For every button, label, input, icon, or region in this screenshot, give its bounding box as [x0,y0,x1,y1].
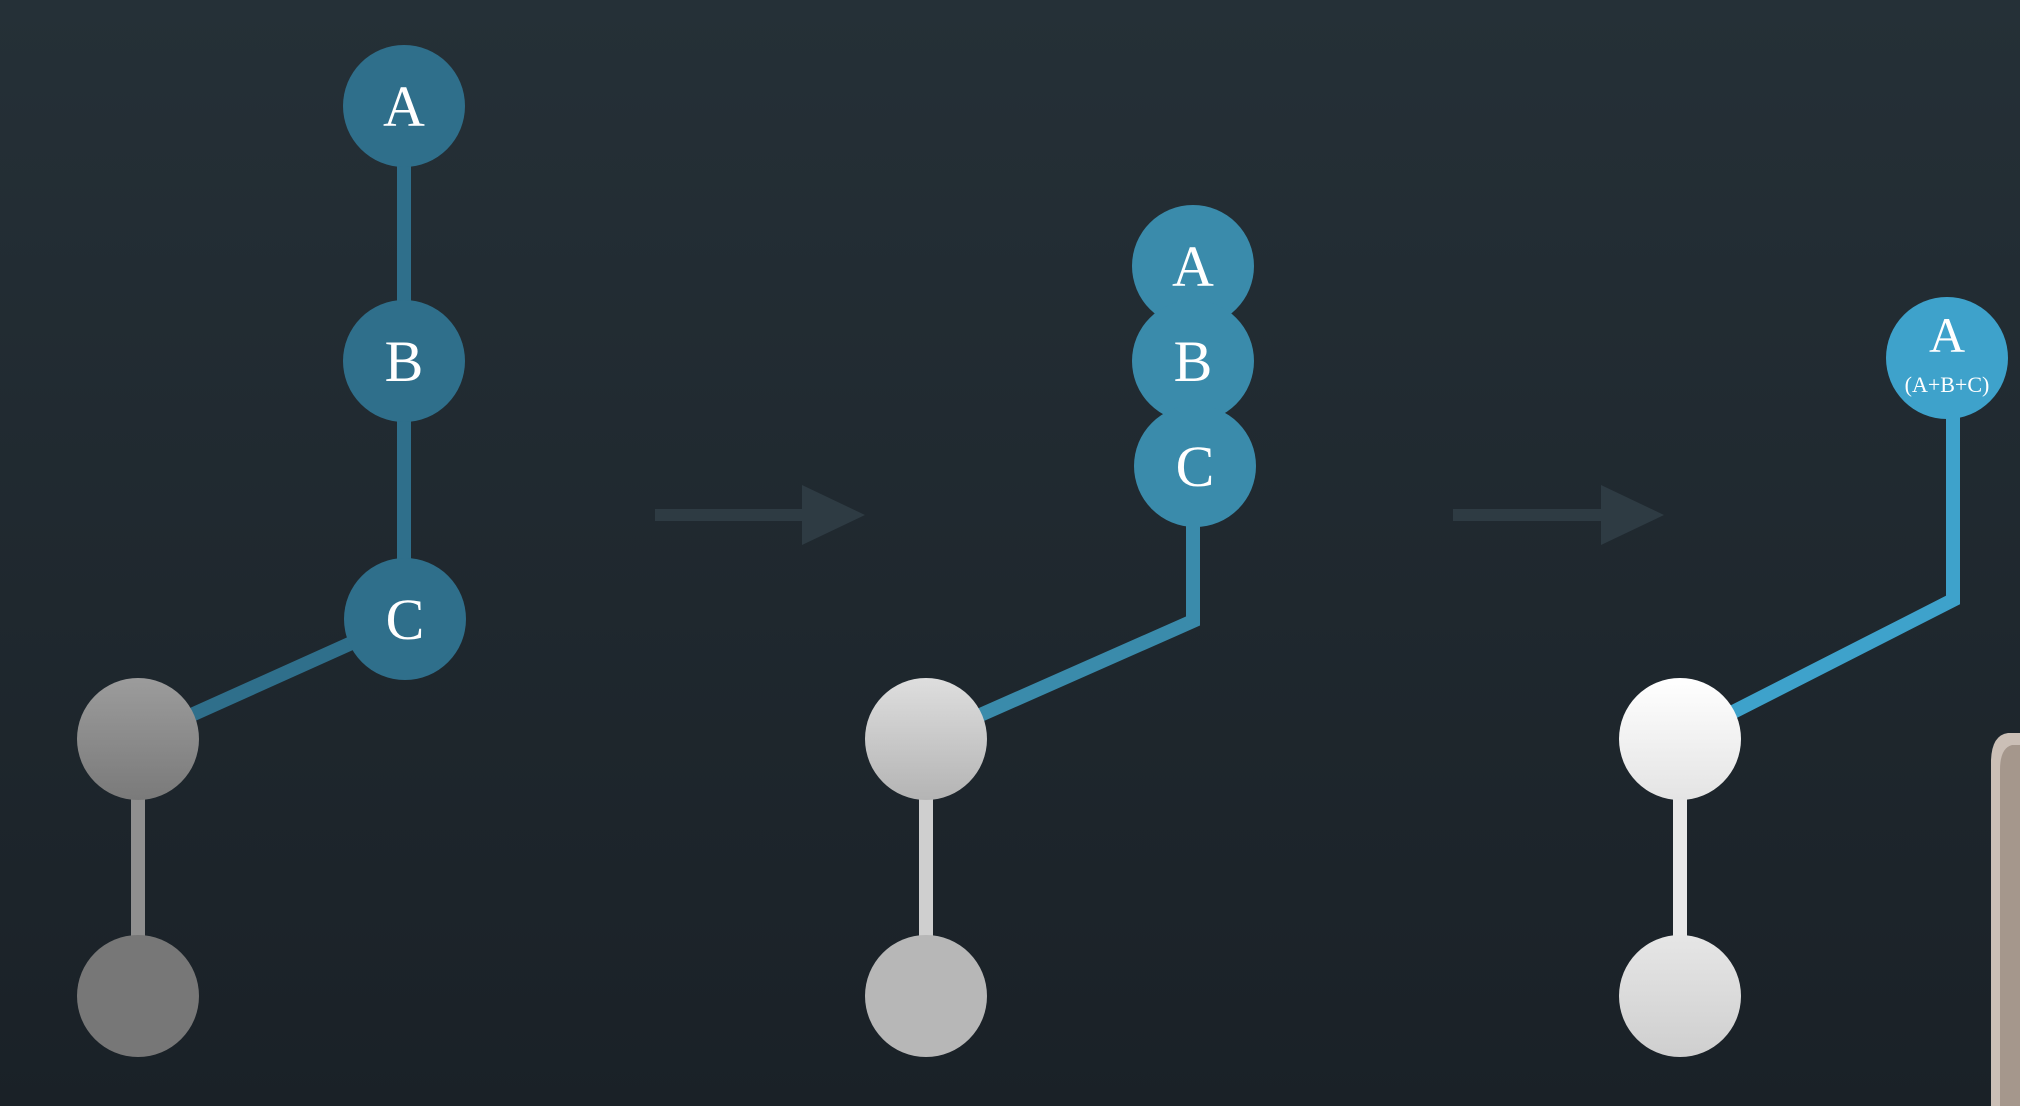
base-commit-node [865,935,987,1057]
commit-label: C [1176,434,1215,499]
commit-label: C [386,587,425,652]
base-commit-node [1619,935,1741,1057]
commit-node-a [1132,205,1254,327]
base-commit-node [1619,678,1741,800]
commit-node-c [344,558,466,680]
edge-fragment-shade [2000,745,2020,1106]
arrow-1 [655,485,865,545]
panel-2: A B C [865,205,1256,1057]
commit-node-a [343,45,465,167]
commit-node-b [343,300,465,422]
base-commit-node [77,935,199,1057]
commit-sublabel: (A+B+C) [1905,372,1990,397]
commit-node-b [1132,300,1254,422]
arrow-head-icon [802,485,865,545]
commit-label: A [1172,234,1214,299]
commit-label: B [385,329,424,394]
commit-label: B [1174,329,1213,394]
commit-label: A [383,74,425,139]
base-commit-node [865,678,987,800]
squashed-commit-node [1886,297,2008,419]
panel-1: A B C [77,45,466,1057]
panel-3: A (A+B+C) [1619,297,2008,1057]
base-commit-node [77,678,199,800]
arrow-head-icon [1601,485,1664,545]
commit-node-c [1134,405,1256,527]
commit-label: A [1929,307,1965,363]
arrow-2 [1453,485,1664,545]
branch-edge [1676,360,1960,746]
